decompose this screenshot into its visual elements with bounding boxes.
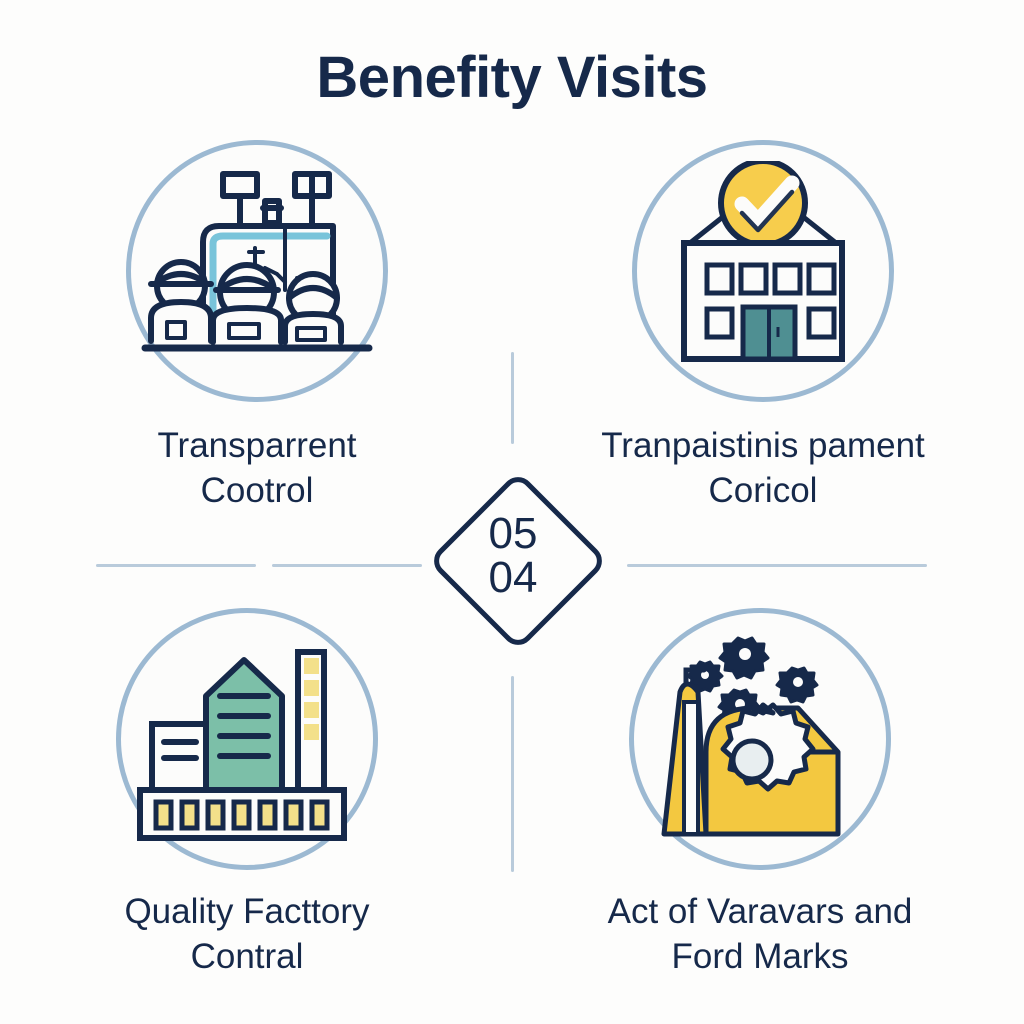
quadrant-label-act-of-varavars: Act of Varavars and Ford Marks: [525, 890, 995, 980]
factory-gears-icon: [661, 636, 841, 837]
quadrant-quality-factory-control[interactable]: Quality Facttory Contral: [12, 608, 482, 980]
icon-circle-certified-building: [632, 140, 894, 402]
label-line-2: Ford Marks: [671, 936, 849, 976]
diamond-number-top: 05: [488, 509, 538, 558]
diamond-number-bottom: 04: [488, 553, 538, 602]
icon-circle-factory-plant: [116, 608, 378, 870]
quadrant-act-of-varavars[interactable]: Act of Varavars and Ford Marks: [525, 608, 995, 980]
factory-workers-icon: [141, 171, 373, 352]
divider-horizontal-left-b: [272, 564, 422, 567]
icon-circle-factory-gears: [629, 608, 891, 870]
divider-vertical-bottom: [511, 676, 514, 872]
diamond-numbers: 05 04: [428, 471, 598, 641]
quadrant-label-transparent-control: Transparrent Cootrol: [22, 424, 492, 514]
divider-vertical-top: [511, 352, 514, 444]
quadrant-label-quality-factory-control: Quality Facttory Contral: [12, 890, 482, 980]
divider-horizontal-right: [627, 564, 927, 567]
quadrant-label-transparent-payment-control: Tranpaistinis pament Coricol: [528, 424, 998, 514]
certified-building-icon: [681, 161, 845, 362]
label-line-1: Quality Facttory: [124, 892, 370, 931]
label-line-2: Cootrol: [200, 470, 314, 510]
label-line-1: Act of Varavars and: [607, 892, 913, 931]
factory-plant-icon: [137, 649, 347, 841]
page-title: Benefity Visits: [316, 45, 708, 110]
label-line-1: Tranpaistinis pament: [601, 426, 925, 465]
icon-circle-transparent-control: [126, 140, 388, 402]
label-line-2: Contral: [190, 936, 304, 976]
center-step-badge[interactable]: 05 04: [427, 470, 609, 652]
quadrant-transparent-control[interactable]: Transparrent Cootrol: [22, 140, 492, 514]
quadrant-transparent-payment-control[interactable]: Tranpaistinis pament Coricol: [528, 140, 998, 514]
divider-horizontal-left-a: [96, 564, 256, 567]
label-line-2: Coricol: [708, 470, 818, 510]
label-line-1: Transparrent: [157, 426, 357, 465]
